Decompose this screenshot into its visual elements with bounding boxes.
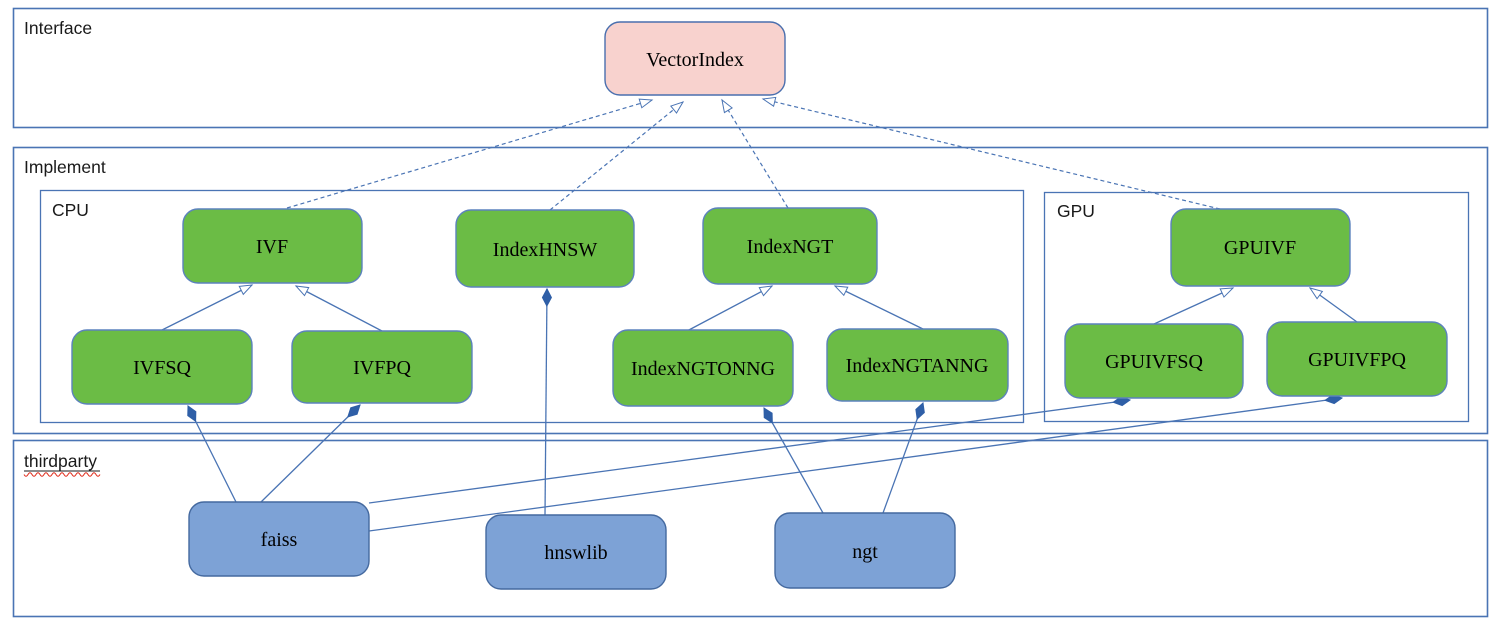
node-ngt[interactable]: ngt [774, 512, 956, 589]
edge-gpuivfsq-composes-faiss[interactable] [368, 400, 1130, 504]
edge-ivfsq-composes-faiss[interactable] [188, 406, 237, 503]
node-ivfpq[interactable]: IVFPQ [291, 330, 473, 404]
node-vectorindex-label: VectorIndex [646, 49, 744, 71]
node-vectorindex[interactable]: VectorIndex [604, 21, 786, 96]
node-indexngt[interactable]: IndexNGT [702, 207, 878, 285]
edge-gpuivfpq-composes-faiss[interactable] [368, 398, 1342, 532]
node-gpuivf-label: GPUIVF [1224, 237, 1296, 259]
edge-ivfpq-composes-faiss[interactable] [260, 405, 360, 503]
container-implement-label: Implement [24, 157, 106, 177]
node-ivfpq-label: IVFPQ [353, 357, 411, 379]
edge-indexngt-realizes-vectorindex[interactable] [721, 98, 789, 209]
edge-gpuivfpq-extends-gpuivf[interactable] [1308, 287, 1358, 323]
container-cpu[interactable] [39, 189, 1025, 424]
node-gpuivfsq-label: GPUIVFSQ [1105, 351, 1203, 373]
node-ivf-label: IVF [256, 236, 288, 258]
edge-gpuivfsq-extends-gpuivf[interactable] [1153, 287, 1235, 325]
node-faiss[interactable]: faiss [188, 501, 370, 577]
node-ivf[interactable]: IVF [182, 208, 363, 284]
container-gpu[interactable] [1043, 191, 1470, 423]
edge-indexngtonng-composes-ngt[interactable] [763, 408, 824, 514]
edge-indexhnsw-composes-hnswlib[interactable] [545, 289, 547, 516]
node-indexhnsw[interactable]: IndexHNSW [455, 209, 635, 288]
edge-ivf-realizes-vectorindex[interactable] [286, 98, 654, 209]
node-hnswlib-label: hnswlib [544, 542, 607, 564]
edge-ivfpq-extends-ivf[interactable] [294, 285, 383, 332]
node-gpuivfsq[interactable]: GPUIVFSQ [1064, 323, 1244, 399]
node-ngt-label: ngt [852, 541, 878, 563]
node-indexngt-label: IndexNGT [747, 236, 834, 258]
node-gpuivfpq-label: GPUIVFPQ [1308, 349, 1406, 371]
node-ivfsq[interactable]: IVFSQ [71, 329, 253, 405]
node-hnswlib[interactable]: hnswlib [485, 514, 667, 590]
edge-indexngtanng-composes-ngt[interactable] [882, 403, 923, 514]
container-thirdparty[interactable] [12, 439, 1489, 618]
edge-gpuivf-realizes-vectorindex[interactable] [761, 96, 1221, 210]
edge-ivfsq-extends-ivf[interactable] [161, 284, 254, 331]
container-thirdparty-label: thirdparty [24, 451, 97, 471]
edge-indexngtanng-extends-indexngt[interactable] [833, 285, 924, 330]
node-indexhnsw-label: IndexHNSW [493, 239, 598, 261]
node-indexngtonng[interactable]: IndexNGTONNG [612, 329, 794, 407]
container-gpu-label: GPU [1057, 201, 1095, 221]
node-indexngtonng-label: IndexNGTONNG [631, 358, 775, 380]
edge-indexngtonng-extends-indexngt[interactable] [686, 285, 774, 332]
spellcheck-squiggle-icon [23, 472, 101, 477]
container-interface[interactable] [12, 7, 1489, 129]
node-indexngtanng-label: IndexNGTANNG [846, 355, 989, 377]
edge-indexhnsw-realizes-vectorindex[interactable] [549, 101, 685, 211]
node-ivfsq-label: IVFSQ [133, 357, 191, 379]
node-indexngtanng[interactable]: IndexNGTANNG [826, 328, 1009, 402]
node-faiss-label: faiss [261, 529, 298, 551]
node-gpuivf[interactable]: GPUIVF [1170, 208, 1351, 287]
container-cpu-label: CPU [52, 200, 89, 220]
container-interface-label: Interface [24, 18, 92, 38]
node-gpuivfpq[interactable]: GPUIVFPQ [1266, 321, 1448, 397]
